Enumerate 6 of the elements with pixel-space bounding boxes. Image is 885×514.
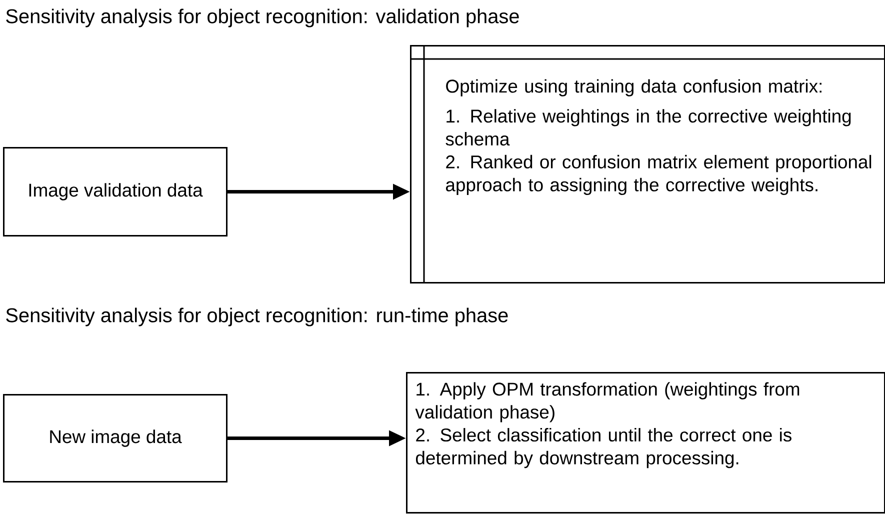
section-title: Sensitivity analysis for object recognition: validation phase bbox=[6, 8, 519, 28]
section-title: Sensitivity analysis for object recognition: run-time phase bbox=[6, 308, 508, 326]
process-box: New image data bbox=[3, 394, 228, 482]
process-box: Image validation data bbox=[3, 147, 228, 236]
process-box: 1. Apply OPM transformation (weightings from validation phase) 2. Select classification until the correct one is determined by downstream processing. bbox=[406, 372, 885, 514]
process-box: Optimize using training data confusion matrix: 1. Relative weightings in the corrective weighting schema 2. Ranked or confusion matrix element proportional approach to assigning the corrective weights. bbox=[410, 45, 885, 284]
